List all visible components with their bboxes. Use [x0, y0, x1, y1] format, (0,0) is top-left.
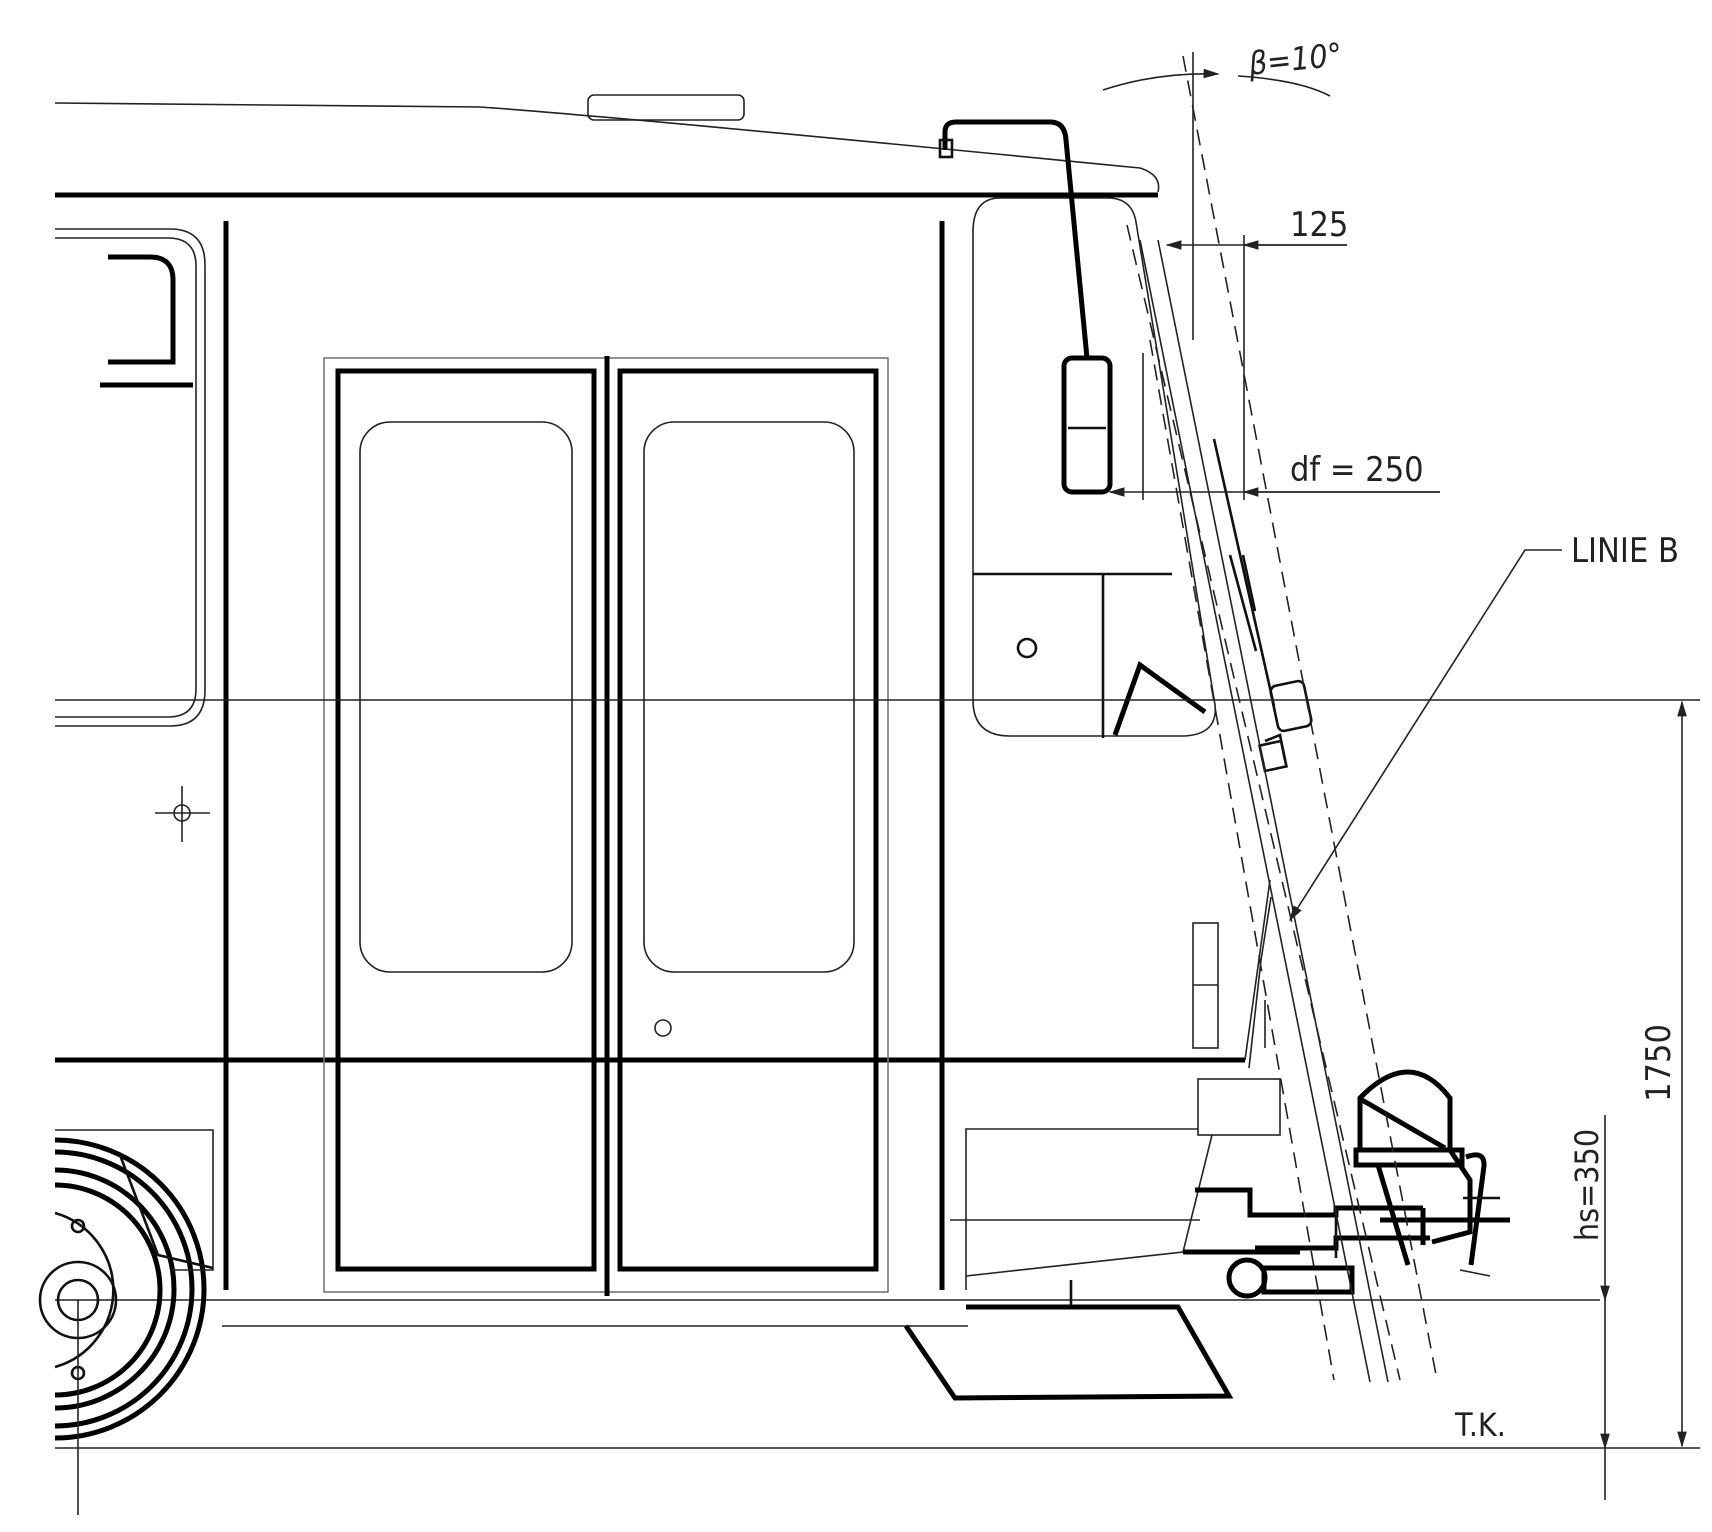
mirror	[938, 119, 1113, 495]
side-window	[55, 228, 206, 727]
tk-label: T.K.	[1454, 1406, 1506, 1444]
step	[903, 1304, 1234, 1401]
contour-lines	[1126, 55, 1438, 1383]
height-1750-label: 1750	[1639, 1024, 1679, 1102]
body-structure	[55, 221, 1600, 1327]
hs-350-dimension: hs=350	[1568, 1115, 1610, 1500]
line-b-label: LINIE B	[1571, 531, 1679, 571]
df-label: df = 250	[1290, 450, 1424, 490]
wheel	[38, 1129, 214, 1515]
angle-dimension: β=10°	[1102, 35, 1344, 340]
double-door	[323, 356, 889, 1296]
top-of-rail: T.K.	[55, 1406, 1700, 1449]
cab-window	[972, 197, 1216, 738]
df-dimension: df = 250	[1108, 450, 1440, 497]
roof	[54, 94, 1160, 198]
line-b-callout: LINIE B	[1289, 531, 1679, 922]
front-lower	[950, 879, 1281, 1306]
coupler	[1183, 1069, 1510, 1299]
height-1750-dimension: 1750	[55, 699, 1700, 1448]
angle-label: β=10°	[1246, 35, 1344, 83]
hs-350-label: hs=350	[1568, 1129, 1606, 1241]
wiper	[1212, 438, 1313, 773]
target-mark	[155, 786, 210, 842]
offset-125-dimension: 125	[1165, 205, 1348, 500]
offset-125-label: 125	[1290, 205, 1348, 245]
